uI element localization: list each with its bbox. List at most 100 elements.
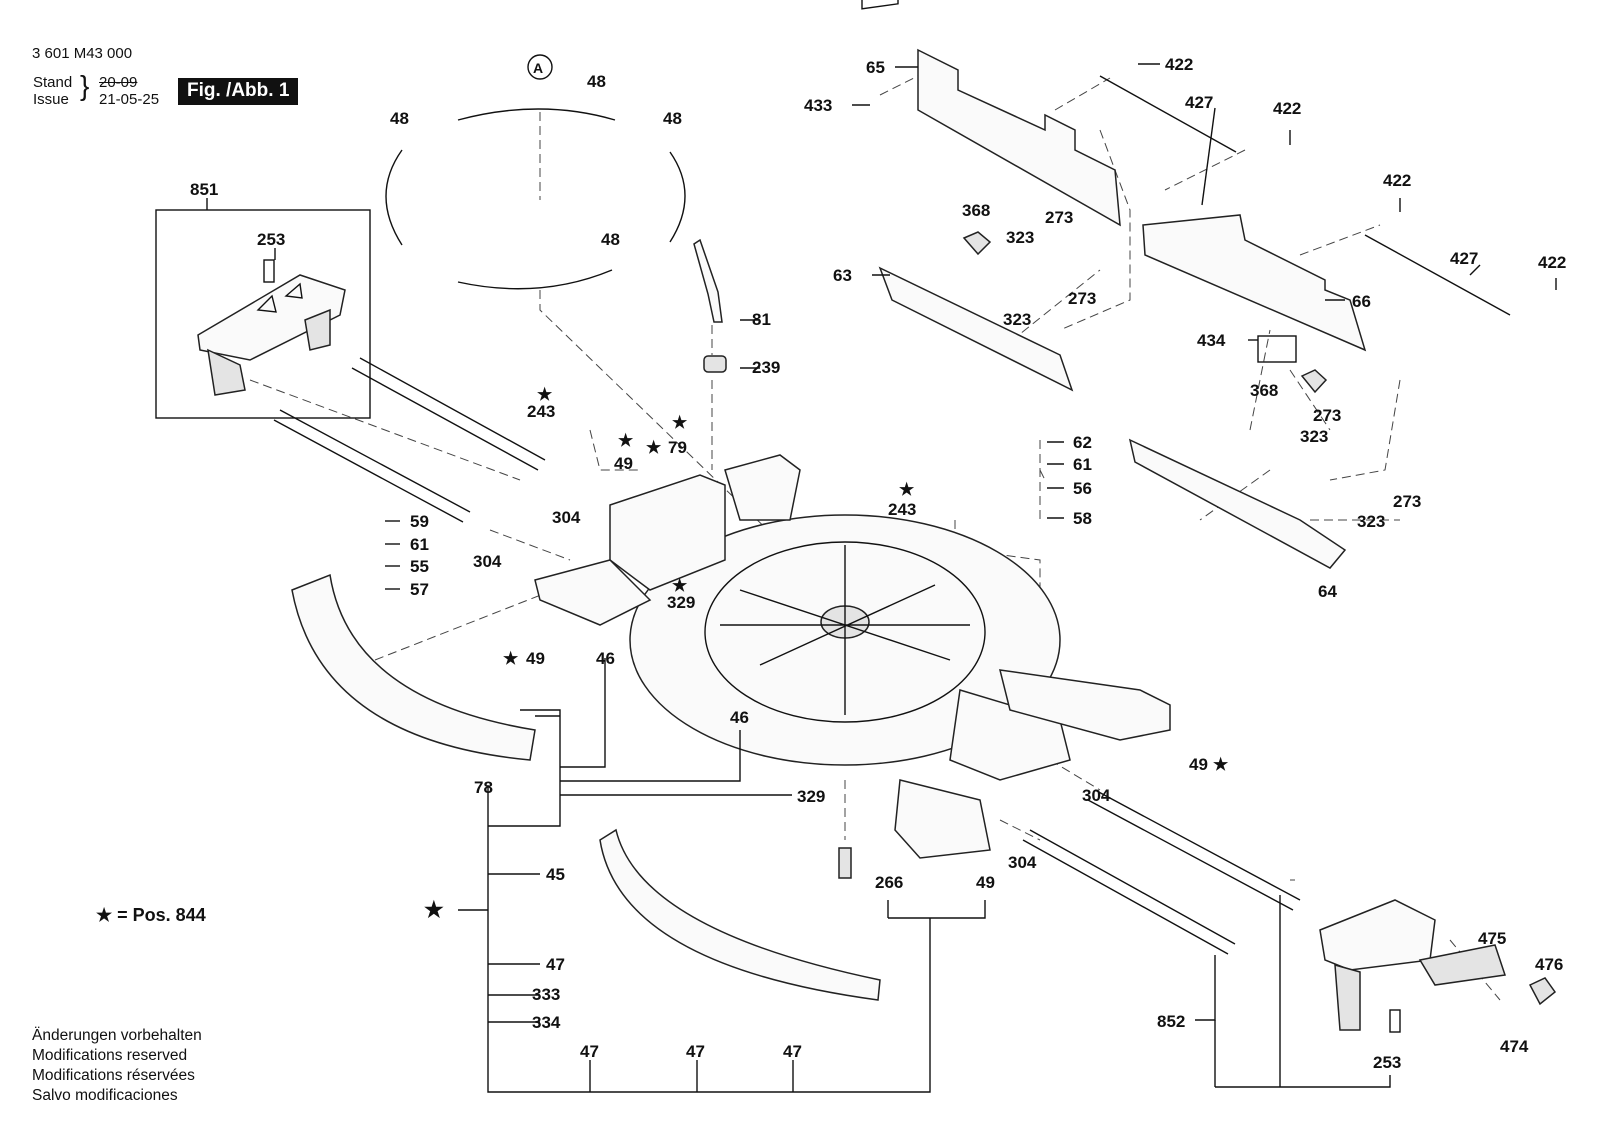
- label-329: 329: [797, 787, 825, 806]
- label-304: 304: [1008, 853, 1037, 872]
- bolt-266: [838, 847, 852, 879]
- turntable-spokes: [720, 545, 970, 715]
- label-47: 47: [783, 1042, 802, 1061]
- label-63: 63: [833, 266, 852, 285]
- rail-lower-left: [273, 409, 471, 523]
- label-333: 333: [532, 985, 560, 1004]
- label-323: 323: [1300, 427, 1328, 446]
- right-bracket-leg: [1334, 963, 1361, 1031]
- star-icon: ★: [96, 905, 113, 925]
- notes: Änderungen vorbehalten Modifications res…: [32, 1026, 202, 1106]
- star-markers: ★ ★ ★ ★ ★ ★ ★ ★ ★: [424, 385, 1229, 922]
- label-474: 474: [1500, 1037, 1529, 1056]
- label-433: [861, 0, 899, 10]
- base-foot-front: [894, 779, 991, 859]
- guard-arc-left: [385, 149, 403, 246]
- label-45: 45: [546, 865, 565, 884]
- issue-label: Issue: [33, 91, 69, 108]
- label-62: 62: [1073, 433, 1092, 452]
- label-422: 422: [1383, 171, 1411, 190]
- label-304: 304: [473, 552, 502, 571]
- guard-arc-right: [669, 151, 686, 243]
- rail-lower-right: [1022, 829, 1236, 955]
- leader-lines: [206, 63, 1557, 1093]
- callout-circle: [527, 54, 553, 80]
- fence-65: [917, 48, 1121, 227]
- left-bracket-side: [304, 308, 331, 351]
- label-49: 49: [976, 873, 995, 892]
- star-icon: ★: [503, 649, 519, 668]
- label-61: 61: [410, 535, 429, 554]
- base-arm-rear: [724, 454, 801, 521]
- triangle-mark-icon: [256, 294, 277, 313]
- part-labels: 851 253 48 48 48 48 81 239 65 433 422 42…: [190, 55, 1566, 1072]
- knob-368-upper: [962, 231, 992, 256]
- label-368: 368: [1250, 381, 1278, 400]
- brace-icon: }: [80, 70, 90, 101]
- document-number: 3 601 M43 000: [32, 45, 133, 62]
- label-422: 422: [1165, 55, 1193, 74]
- part-239: [703, 355, 727, 373]
- label-273: 273: [1045, 208, 1073, 227]
- label-422: 422: [1273, 99, 1301, 118]
- label-304: 304: [552, 508, 581, 527]
- label-46: 46: [596, 649, 615, 668]
- label-49: 49: [614, 454, 633, 473]
- label-49: 49: [1189, 755, 1208, 774]
- star-icon: ★: [618, 431, 634, 450]
- label-475: 475: [1478, 929, 1506, 948]
- guard-arc-bottom: [457, 269, 613, 290]
- fence-66: [1142, 214, 1367, 352]
- label-65: 65: [866, 58, 885, 77]
- star-icon: ★: [424, 897, 444, 922]
- label-243: 243: [527, 402, 555, 421]
- label-852: 852: [1157, 1012, 1185, 1031]
- right-bracket-part: [1319, 899, 1436, 971]
- star-icon: ★: [899, 480, 915, 499]
- label-329: 329: [667, 593, 695, 612]
- label-476: 476: [1535, 955, 1563, 974]
- label-427: 427: [1450, 249, 1478, 268]
- label-55: 55: [410, 557, 429, 576]
- label-47: 47: [686, 1042, 705, 1061]
- note-fr: Modifications réservées: [32, 1067, 195, 1084]
- label-273: 273: [1313, 406, 1341, 425]
- callout-letter: A: [533, 60, 543, 76]
- guard-arc-top: [457, 108, 616, 121]
- label-81: 81: [752, 310, 771, 329]
- knob-368-lower: [1300, 369, 1328, 394]
- insert-plate-45: [599, 828, 881, 1001]
- rod-427-lower: [1364, 234, 1511, 316]
- label-47: 47: [546, 955, 565, 974]
- knob-476: [1528, 977, 1557, 1006]
- triangle-mark-icon: [284, 282, 303, 299]
- left-bracket-foot: [207, 348, 246, 396]
- stand-date: 20-09: [99, 74, 138, 91]
- label-239: 239: [752, 358, 780, 377]
- star-icon: ★: [537, 385, 553, 404]
- label-48: 48: [587, 72, 606, 91]
- star-icon: ★: [1213, 755, 1229, 774]
- left-bracket-part: [197, 274, 346, 361]
- label-64: 64: [1318, 582, 1337, 601]
- label-56: 56: [1073, 479, 1092, 498]
- label-47: 47: [580, 1042, 599, 1061]
- label-427: 427: [1185, 93, 1213, 112]
- plate-475: [1418, 944, 1506, 986]
- star-icon: ★: [672, 413, 688, 432]
- turntable-inner-ring: [704, 541, 986, 723]
- star-icon: ★: [646, 438, 662, 457]
- base-arm-left: [534, 559, 652, 626]
- label-368: 368: [962, 201, 990, 220]
- label-48: 48: [663, 109, 682, 128]
- fence-base-63: [878, 266, 1074, 392]
- label-66: 66: [1352, 292, 1371, 311]
- assembly-lines: [249, 74, 1501, 1001]
- label-273: 273: [1068, 289, 1096, 308]
- rail-upper-left: [351, 357, 546, 471]
- legend-text: = Pos. 844: [117, 905, 206, 925]
- label-434: [1257, 335, 1297, 363]
- stand-label: Stand: [33, 74, 73, 91]
